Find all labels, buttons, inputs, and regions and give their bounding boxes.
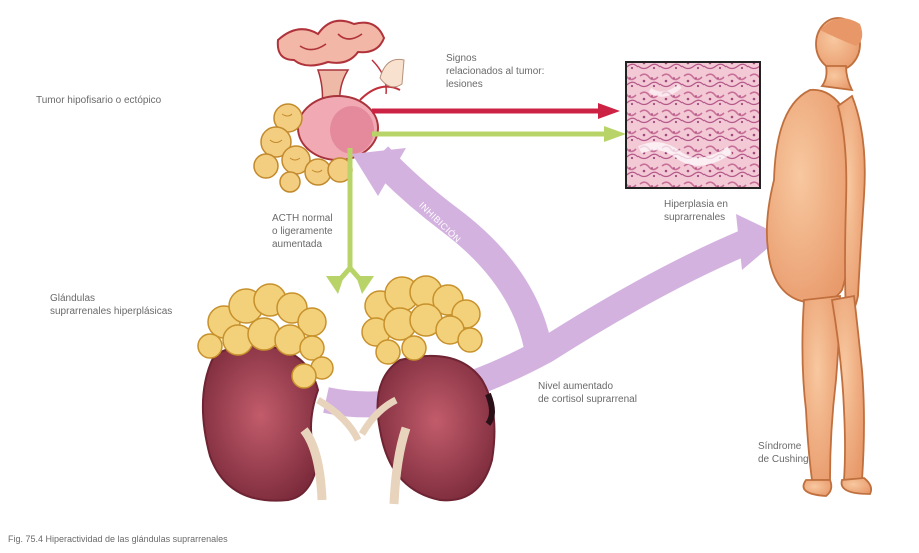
label-tumor: Tumor hipofisario o ectópico bbox=[36, 94, 161, 107]
kidney-icon-left bbox=[203, 346, 358, 501]
green-arrow-horizontal bbox=[372, 126, 626, 142]
label-histology: Hiperplasia en suprarrenales bbox=[664, 198, 728, 224]
label-syndrome: Síndrome de Cushing bbox=[758, 440, 809, 466]
label-adrenal: Glándulas suprarrenales hiperplásicas bbox=[50, 292, 172, 318]
red-arrow bbox=[372, 103, 620, 119]
green-arrow-head-left bbox=[326, 276, 344, 294]
adrenal-gland-icon-right bbox=[362, 276, 482, 364]
label-signals: Signos relacionados al tumor: lesiones bbox=[446, 52, 544, 91]
label-acth: ACTH normal o ligeramente aumentada bbox=[272, 212, 333, 251]
label-cortisol: Nivel aumentado de cortisol suprarrenal bbox=[538, 380, 637, 406]
human-figure-icon bbox=[767, 18, 871, 496]
figure-caption: Fig. 75.4 Hiperactividad de las glándula… bbox=[8, 534, 228, 544]
histology-slide-icon bbox=[626, 62, 760, 188]
kidney-icon-right bbox=[362, 356, 494, 504]
green-arrow-head-right bbox=[356, 276, 374, 294]
